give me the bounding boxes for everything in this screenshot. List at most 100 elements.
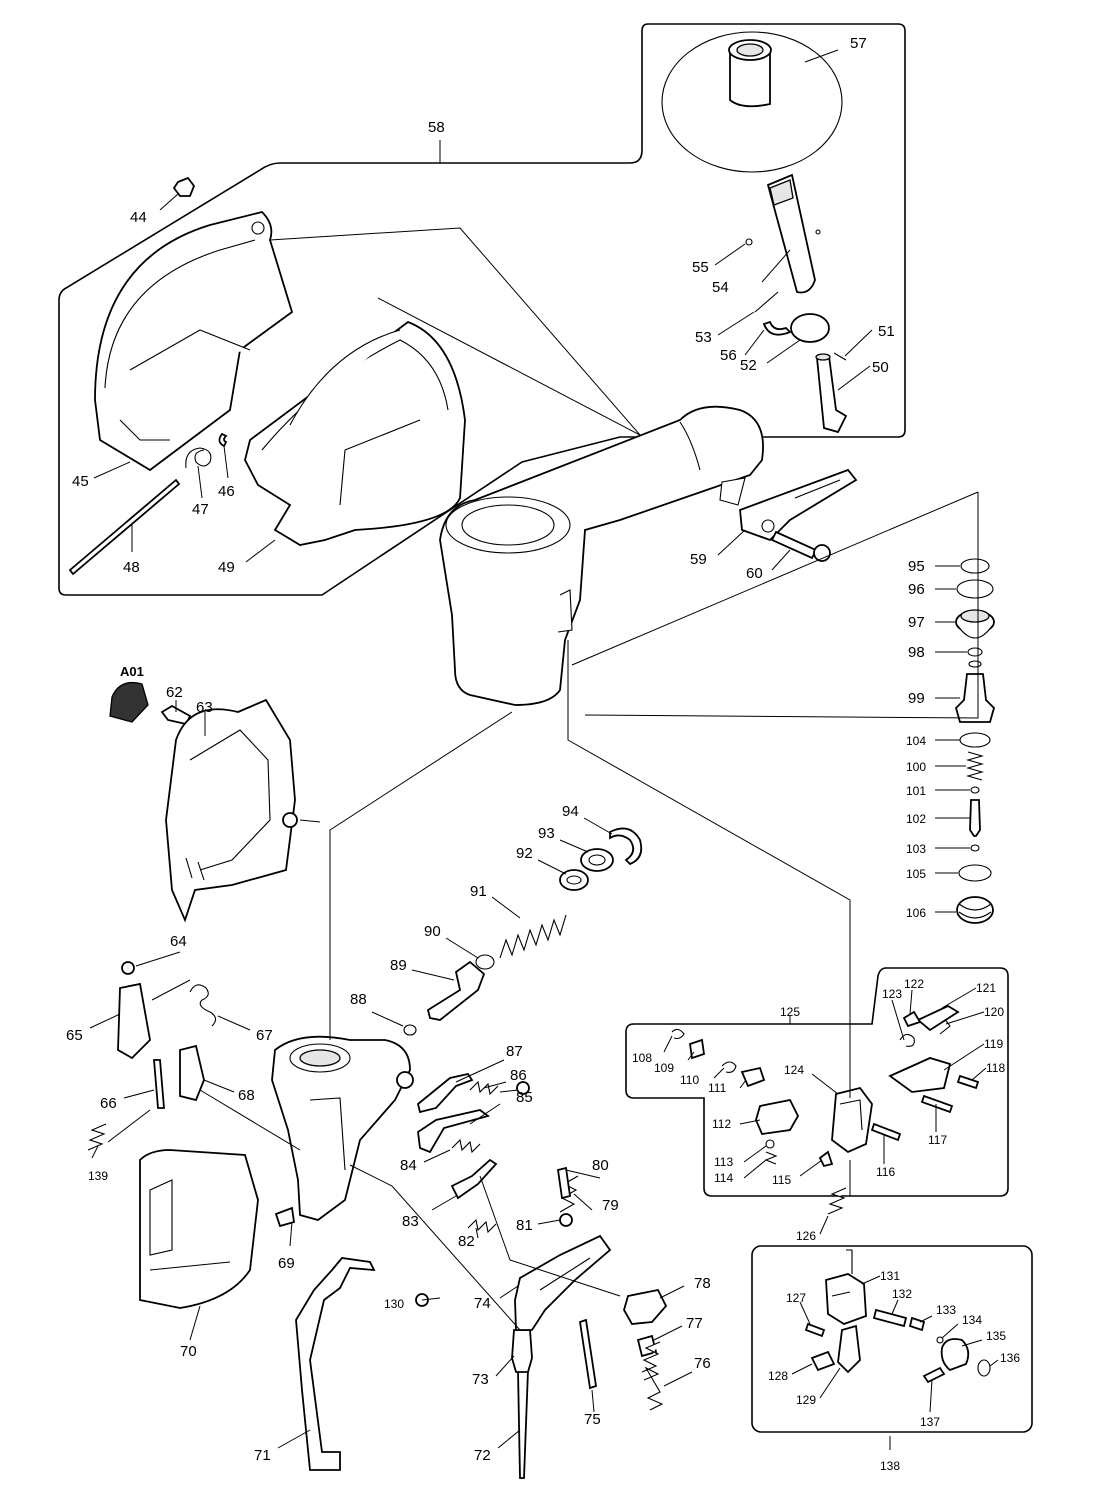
shaft-50	[815, 353, 848, 434]
label-136: 136	[1000, 1351, 1020, 1365]
label-100: 100	[906, 760, 926, 774]
label-49: 49	[218, 559, 235, 576]
trigger-78	[623, 1288, 668, 1325]
label-a01: A01	[120, 664, 144, 679]
label-138: 138	[880, 1459, 900, 1473]
label-67: 67	[256, 1027, 273, 1044]
label-124: 124	[784, 1063, 804, 1077]
housing-124	[831, 1086, 873, 1154]
label-50: 50	[872, 359, 889, 376]
label-139: 139	[88, 1169, 108, 1183]
leader-lines	[89, 49, 999, 1450]
lever-68	[179, 1044, 205, 1102]
label-48: 48	[123, 559, 140, 576]
label-83: 83	[402, 1213, 419, 1230]
pin-53	[754, 291, 779, 313]
magazine-housing-49	[244, 320, 466, 546]
label-128: 128	[768, 1369, 788, 1383]
label-77: 77	[686, 1315, 703, 1332]
spring-126	[827, 1187, 847, 1215]
label-75: 75	[584, 1411, 601, 1428]
plate-112	[755, 1098, 800, 1135]
label-96: 96	[908, 581, 925, 598]
label-55: 55	[692, 259, 709, 276]
clip-115	[818, 1150, 834, 1168]
pin-137	[922, 1366, 946, 1384]
lever-119	[888, 1057, 952, 1093]
label-125: 125	[780, 1005, 800, 1019]
label-73: 73	[472, 1371, 489, 1388]
screw-69	[274, 1206, 296, 1228]
label-51: 51	[878, 323, 895, 340]
label-97: 97	[908, 614, 925, 631]
label-111: 111	[708, 1081, 727, 1095]
contact-arm-71	[295, 1257, 376, 1471]
tool-body	[439, 405, 764, 706]
label-91: 91	[470, 883, 487, 900]
label-119: 119	[984, 1037, 1003, 1051]
pin-51	[833, 352, 847, 361]
ring-136	[977, 1359, 991, 1377]
driver-housing	[271, 1035, 414, 1221]
magazine-post	[766, 173, 821, 294]
label-104: 104	[906, 734, 926, 748]
label-118: 118	[986, 1061, 1005, 1075]
label-133: 133	[936, 1303, 956, 1317]
label-68: 68	[238, 1087, 255, 1104]
label-102: 102	[906, 812, 926, 826]
trigger-body	[514, 1234, 612, 1331]
label-47: 47	[192, 501, 209, 518]
washer-74	[516, 1081, 530, 1095]
label-134: 134	[962, 1313, 982, 1327]
clip-56	[762, 320, 792, 336]
pin-66	[153, 1059, 165, 1109]
valve-body-131	[825, 1249, 867, 1325]
screw-133	[908, 1316, 926, 1332]
piston-group-box	[625, 967, 1009, 1197]
label-113: 113	[714, 1155, 733, 1169]
magazine-housing-45	[94, 211, 294, 472]
label-65: 65	[66, 1027, 83, 1044]
label-44: 44	[130, 209, 147, 226]
label-109: 109	[654, 1061, 674, 1075]
label-132: 132	[892, 1287, 912, 1301]
lever-83	[450, 1158, 498, 1200]
pin-127	[804, 1322, 826, 1338]
label-130: 130	[384, 1297, 404, 1311]
label-85: 85	[516, 1089, 533, 1106]
label-129: 129	[796, 1393, 816, 1407]
label-88: 88	[350, 991, 367, 1008]
label-106: 106	[906, 906, 926, 920]
label-74: 74	[474, 1295, 491, 1312]
label-53: 53	[695, 329, 712, 346]
piston-stack	[403, 827, 643, 1036]
clip-111	[740, 1066, 766, 1088]
label-79: 79	[602, 1197, 619, 1214]
spring-123	[899, 1033, 915, 1047]
label-78: 78	[694, 1275, 711, 1292]
ball-55	[745, 238, 753, 246]
label-137: 137	[920, 1415, 940, 1429]
label-114: 114	[714, 1171, 733, 1185]
pin-117	[920, 1094, 954, 1114]
label-94: 94	[562, 803, 579, 820]
lever-87	[416, 1072, 474, 1114]
spring-108	[671, 1028, 685, 1040]
label-93: 93	[538, 825, 555, 842]
lever-85	[417, 1109, 491, 1154]
spring-76	[641, 1341, 664, 1411]
valve-73	[511, 1329, 533, 1373]
label-101: 101	[906, 784, 926, 798]
label-59: 59	[690, 551, 707, 568]
label-98: 98	[908, 644, 925, 661]
pin-116	[870, 1122, 902, 1142]
ring-52	[790, 313, 830, 343]
clip-46	[218, 432, 228, 448]
label-131: 131	[880, 1269, 900, 1283]
label-115: 115	[772, 1173, 791, 1187]
cap-a01	[109, 681, 149, 723]
knob-135	[940, 1338, 970, 1372]
label-54: 54	[712, 279, 729, 296]
label-121: 121	[976, 981, 996, 995]
